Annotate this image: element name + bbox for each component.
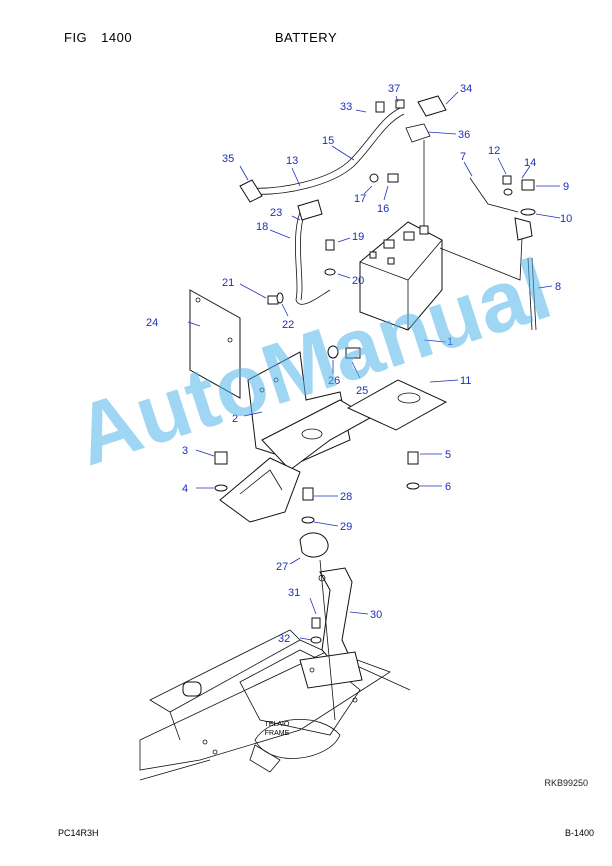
page-title: BATTERY <box>274 30 338 45</box>
callout-7: 7 <box>460 151 466 163</box>
leader-lines <box>187 91 561 641</box>
callout-34: 34 <box>460 83 472 95</box>
battery-tray <box>219 351 372 523</box>
frame-label-it: TELAIO <box>265 721 290 728</box>
callout-28: 28 <box>340 491 352 503</box>
callout-18: 18 <box>256 221 268 233</box>
callout-numbers: 1 2 3 4 5 6 7 8 9 10 11 12 13 14 15 16 1… <box>146 83 572 645</box>
battery-cables <box>239 95 537 331</box>
callout-24: 24 <box>146 317 158 329</box>
callout-8: 8 <box>555 281 561 293</box>
callout-22: 22 <box>282 319 294 331</box>
fig-number: 1400 <box>101 30 133 45</box>
insulator-plate <box>346 379 448 431</box>
callout-25: 25 <box>356 385 368 397</box>
callout-9: 9 <box>563 181 569 193</box>
callout-3: 3 <box>182 445 188 457</box>
callout-10: 10 <box>560 213 572 225</box>
callout-35: 35 <box>222 153 234 165</box>
callout-14: 14 <box>524 157 536 169</box>
callout-32: 32 <box>278 633 290 645</box>
callout-13: 13 <box>286 155 298 167</box>
callout-1: 1 <box>447 336 453 348</box>
callout-29: 29 <box>340 521 352 533</box>
callout-27: 27 <box>276 561 288 573</box>
figure-label: FIG 1400 <box>64 30 132 45</box>
callout-15: 15 <box>322 135 334 147</box>
callout-17: 17 <box>354 193 366 205</box>
callout-20: 20 <box>352 275 364 287</box>
reference-code: RKB99250 <box>544 778 588 788</box>
frame-label-en: FRAME <box>265 730 290 737</box>
callout-19: 19 <box>352 231 364 243</box>
callout-11: 11 <box>460 375 471 387</box>
callout-26: 26 <box>328 375 340 387</box>
callout-31: 31 <box>288 587 300 599</box>
callout-36: 36 <box>458 129 470 141</box>
callout-4: 4 <box>182 483 188 495</box>
callout-12: 12 <box>488 145 500 157</box>
support-stand <box>299 559 363 721</box>
callout-21: 21 <box>222 277 234 289</box>
callout-30: 30 <box>370 609 382 621</box>
callout-5: 5 <box>445 449 451 461</box>
battery-body <box>359 221 443 331</box>
callout-16: 16 <box>377 203 389 215</box>
callout-37: 37 <box>388 83 400 95</box>
fig-prefix: FIG <box>64 30 88 45</box>
page-number: B-1400 <box>564 828 594 838</box>
callout-23: 23 <box>270 207 282 219</box>
hardware <box>214 99 536 644</box>
model-code: PC14R3H <box>58 828 99 838</box>
chassis-frame <box>139 629 411 781</box>
side-panel <box>189 289 241 399</box>
callout-2: 2 <box>232 413 238 425</box>
callout-6: 6 <box>445 481 451 493</box>
callout-33: 33 <box>340 101 352 113</box>
